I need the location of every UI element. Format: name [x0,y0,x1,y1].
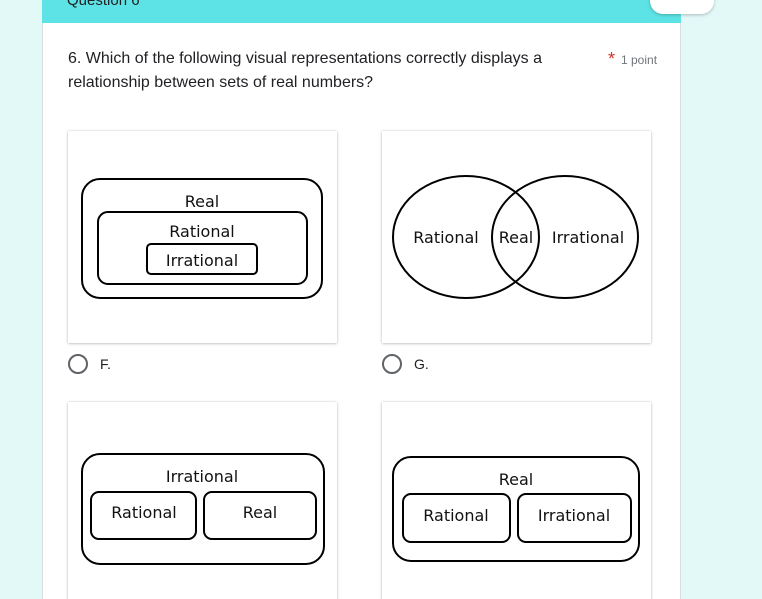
right-set-ellipse [491,175,639,299]
left-set-label: Rational [413,228,478,247]
venn-diagram: Rational Real Irrational [392,175,639,299]
option-g-image[interactable]: Rational Real Irrational [382,131,651,343]
option-g-label: G. [414,356,429,372]
question-points: 1 point [621,53,658,67]
required-asterisk: * [608,49,616,69]
right-set-label: Real [243,503,278,522]
inner-set-box [146,243,258,275]
middle-set-label: Rational [169,222,234,241]
right-set-box [517,493,632,543]
outer-set-label: Real [499,470,534,489]
option-f-image[interactable]: Real Rational Irrational [68,131,337,343]
outer-set-label: Real [185,192,220,211]
option-f-label: F. [100,356,111,372]
left-set-ellipse [392,175,540,299]
side-by-side-diagram: Real Rational Irrational [392,456,640,562]
option-j-image[interactable]: Real Rational Irrational [382,402,651,599]
outer-set-box [81,453,325,565]
right-set-label: Irrational [552,228,624,247]
outer-set-box [81,178,323,299]
right-set-label: Irrational [538,506,610,525]
center-set-label: Real [499,228,534,247]
question-header-title: Question 6 [67,0,140,9]
option-h-image[interactable]: Irrational Rational Real [68,402,337,599]
question-text: 6. Which of the following visual represe… [68,50,542,91]
left-set-label: Rational [423,506,488,525]
question-header-band: Question 6 [42,0,681,23]
option-f-radio[interactable] [68,354,88,374]
side-by-side-diagram: Irrational Rational Real [81,453,325,565]
question-card: 6. Which of the following visual represe… [42,23,681,599]
nested-diagram: Real Rational Irrational [81,178,323,299]
floating-action-button[interactable]: ▼ [650,0,714,14]
left-set-box [90,491,197,540]
inner-set-label: Irrational [166,251,238,270]
outer-set-box [392,456,640,562]
option-g-radio[interactable] [382,354,402,374]
middle-set-box [97,211,308,285]
outer-set-label: Irrational [166,467,238,486]
left-set-box [402,493,511,543]
left-set-label: Rational [111,503,176,522]
right-set-box [203,491,317,540]
